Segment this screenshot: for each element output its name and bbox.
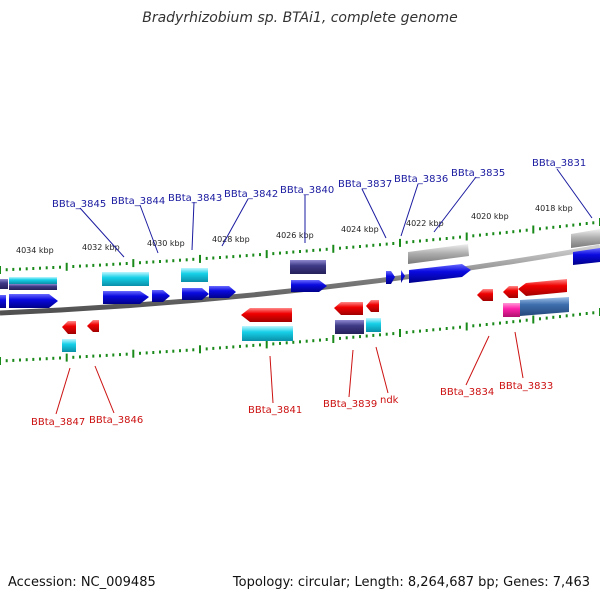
leader-line [221,198,249,247]
gene-arrow[interactable] [573,248,600,265]
gene-feature[interactable] [9,277,57,284]
leader-line [139,204,159,254]
gene-arrow[interactable] [477,289,493,301]
leader-line [514,331,524,379]
leader-line [94,365,115,414]
gene-arrow[interactable] [518,279,567,296]
gene-feature[interactable] [408,244,469,264]
gene-label-top[interactable]: BBta_3842 [224,189,278,200]
gene-arrow[interactable] [152,290,170,302]
gene-label-top[interactable]: BBta_3845 [52,199,106,210]
gene-label-bottom[interactable]: BBta_3847 [31,417,85,428]
gene-label-bottom[interactable]: BBta_3833 [499,381,553,392]
gene-label-bottom[interactable]: BBta_3834 [440,387,494,398]
accession-text: Accession: NC_009485 [8,575,156,590]
gene-arrow[interactable] [503,286,518,298]
gene-arrow[interactable] [209,286,236,298]
gene-arrow[interactable] [386,271,395,284]
reverse-strand-features [62,279,569,352]
gene-feature[interactable] [366,318,381,332]
gene-label-top[interactable]: BBta_3831 [532,158,586,169]
gene-arrow[interactable] [409,264,471,283]
gene-label-bottom[interactable]: BBta_3841 [248,405,302,416]
gene-feature[interactable] [503,303,520,317]
kbp-label: 4032 kbp [82,243,120,252]
gene-feature[interactable] [0,279,8,289]
leader-line [348,349,354,398]
map-title: Bradyrhizobium sp. BTAi1, complete genom… [142,10,458,26]
leader-line [361,188,387,239]
kbp-label: 4022 kbp [406,219,444,228]
forward-strand-features [0,229,600,308]
gene-feature[interactable] [102,272,149,286]
gene-arrow[interactable] [401,270,405,283]
gene-arrow[interactable] [366,300,379,312]
gene-label-top[interactable]: BBta_3835 [451,168,505,179]
kbp-label: 4018 kbp [535,204,573,213]
bottom-leader-lines [55,331,524,415]
gene-label-bottom[interactable]: BBta_3839 [323,399,377,410]
kbp-label: 4030 kbp [147,239,185,248]
leader-line [556,168,593,219]
gene-label-top[interactable]: BBta_3836 [394,174,448,185]
gene-arrow[interactable] [241,308,292,322]
leader-line [79,207,125,258]
gene-arrow[interactable] [9,294,58,308]
leader-line [191,201,195,251]
gene-label-top[interactable]: BBta_3837 [338,179,392,190]
gene-feature[interactable] [242,326,293,341]
leader-line [465,335,490,386]
tick-track-top [0,218,600,274]
gene-label-bottom[interactable]: BBta_3846 [89,415,143,426]
leader-line [375,346,389,394]
gene-arrow[interactable] [62,321,76,334]
gene-arrow[interactable] [334,302,363,315]
gene-arrow[interactable] [87,320,99,332]
leader-line [269,355,274,404]
tick-track-bottom [0,308,600,365]
kbp-label: 4024 kbp [341,225,379,234]
gene-arrow[interactable] [0,295,6,308]
kbp-label: 4026 kbp [276,231,314,240]
gene-feature[interactable] [181,268,208,282]
summary-text: Topology: circular; Length: 8,264,687 bp… [232,575,590,590]
kbp-label: 4020 kbp [471,212,509,221]
gene-feature[interactable] [571,229,600,248]
gene-feature[interactable] [520,297,569,316]
gene-feature[interactable] [335,320,364,334]
top-leader-lines [79,168,593,258]
gene-label-top[interactable]: BBta_3843 [168,193,222,204]
gene-label-bottom[interactable]: ndk [380,395,399,406]
gene-arrow[interactable] [103,291,149,304]
gene-arrow[interactable] [291,280,327,292]
gene-label-top[interactable]: BBta_3844 [111,196,165,207]
kbp-label: 4034 kbp [16,246,54,255]
gene-feature[interactable] [62,339,76,352]
leader-line [400,183,419,237]
leader-line [433,176,477,233]
gene-feature[interactable] [290,260,326,274]
gene-feature[interactable] [9,284,57,290]
leader-line [55,367,71,415]
kbp-label: 4028 kbp [212,235,250,244]
gene-label-top[interactable]: BBta_3840 [280,185,334,196]
gene-arrow[interactable] [182,288,209,300]
